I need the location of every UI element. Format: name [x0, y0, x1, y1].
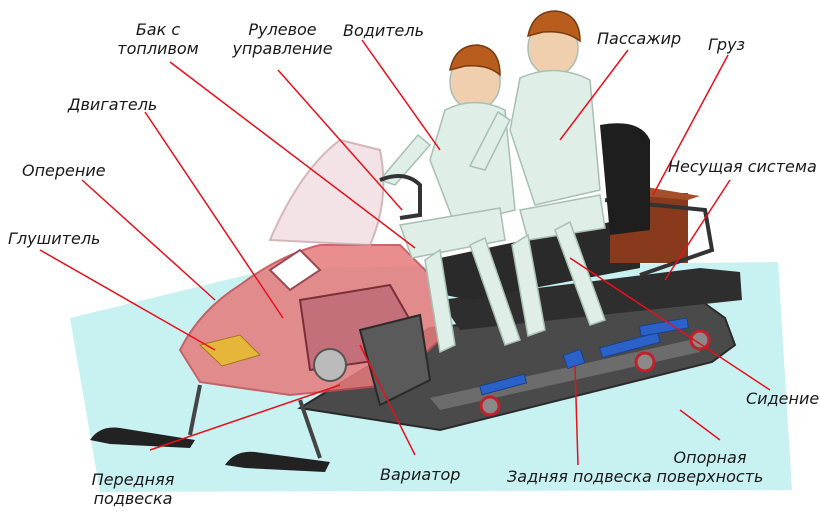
label-support-surface: Опорная поверхность	[650, 448, 770, 486]
label-steering: Рулевое управление	[225, 20, 340, 58]
label-driver: Водитель	[343, 22, 424, 40]
label-frame: Несущая система	[668, 158, 817, 176]
windshield	[270, 140, 383, 245]
variator-pulley	[314, 349, 346, 381]
label-front-suspension: Передняя подвеска	[78, 470, 188, 508]
label-seat: Сидение	[746, 390, 819, 408]
leader-driver	[362, 40, 440, 150]
label-variator: Вариатор	[380, 466, 460, 484]
label-rear-suspension: Задняя подвеска	[507, 468, 652, 486]
label-passenger: Пассажир	[597, 30, 681, 48]
label-cargo: Груз	[708, 36, 745, 54]
label-fairing: Оперение	[22, 162, 106, 180]
label-fuel-tank: Бак с топливом	[108, 20, 208, 58]
label-muffler: Глушитель	[8, 230, 100, 248]
label-engine: Двигатель	[68, 96, 157, 114]
leader-fairing	[82, 180, 215, 300]
backrest	[600, 123, 650, 235]
